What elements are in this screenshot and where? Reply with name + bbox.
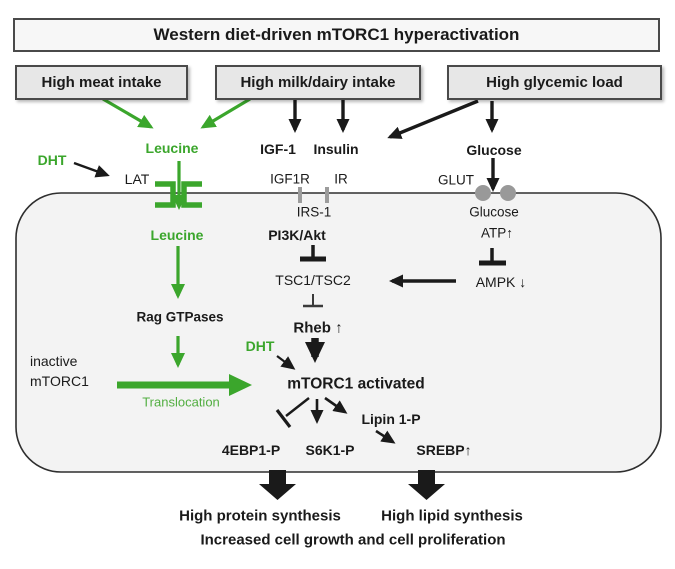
label-pi3k-akt: PI3K/Akt xyxy=(268,227,326,243)
arrow-dht-to-mtorc1 xyxy=(276,355,296,370)
label-rheb-up: Rheb ↑ xyxy=(293,319,343,337)
label-leucine-extracellular: Leucine xyxy=(145,140,199,156)
box-high-milk-dairy-intake: High milk/dairy intake xyxy=(215,65,421,100)
inhibition-tsc-to-rheb xyxy=(303,294,323,308)
label-rag-gtpases: Rag GTPases xyxy=(136,309,224,325)
inhibition-mtorc1-to-4ebp1 xyxy=(275,397,310,428)
arrow-dht-to-lat xyxy=(73,161,110,178)
label-dht-intracellular: DHT xyxy=(245,338,275,354)
label-lipin-1-p: Lipin 1-P xyxy=(361,411,421,427)
lat-channel-icon xyxy=(181,181,202,208)
arrow-meat-to-leucine xyxy=(102,97,154,129)
glut-transporter-icon xyxy=(500,185,516,201)
label-igf1: IGF-1 xyxy=(260,141,296,157)
arrow-lipin-to-srebp xyxy=(375,429,396,444)
label-irs1: IRS-1 xyxy=(296,204,332,220)
label-glut: GLUT xyxy=(437,172,475,188)
box-high-glycemic-load: High glycemic load xyxy=(447,65,662,100)
label-atp-up: ATP↑ xyxy=(480,225,514,241)
arrow-milk-to-leucine xyxy=(200,97,251,129)
label-igf1r: IGF1R xyxy=(270,171,310,187)
label-glucose-intracellular: Glucose xyxy=(469,204,519,220)
box-high-meat-intake: High meat intake xyxy=(15,65,188,100)
lat-channel-icon xyxy=(155,181,176,208)
arrow-glycemic-to-insulin xyxy=(387,99,479,139)
title-banner: Western diet-driven mTORC1 hyperactivati… xyxy=(13,18,660,52)
label-mtorc1-activated: mTORC1 activated xyxy=(287,375,425,393)
inhibition-pi3k-to-tsc xyxy=(300,245,326,262)
glut-transporter-icon xyxy=(475,185,491,201)
label-tsc1-tsc2: TSC1/TSC2 xyxy=(275,272,351,288)
label-ir: IR xyxy=(334,171,348,187)
label-cell-growth-proliferation: Increased cell growth and cell prolifera… xyxy=(200,531,506,549)
label-high-protein-synthesis: High protein synthesis xyxy=(179,507,341,525)
label-leucine-intracellular: Leucine xyxy=(150,227,204,243)
label-s6k1-p: S6K1-P xyxy=(305,442,355,458)
label-high-lipid-synthesis: High lipid synthesis xyxy=(381,507,523,525)
inhibition-atp-to-ampk xyxy=(479,248,506,266)
block-arrow-lipid-synthesis xyxy=(408,470,445,500)
label-lat: LAT xyxy=(124,171,150,187)
label-inactive-mtorc1-line1: inactive xyxy=(30,353,78,369)
label-insulin: Insulin xyxy=(313,141,359,157)
label-4ebp1-p: 4EBP1-P xyxy=(221,442,281,458)
block-arrow-protein-synthesis xyxy=(259,470,296,500)
label-srebp-up: SREBP↑ xyxy=(416,442,472,458)
label-glucose-extracellular: Glucose xyxy=(466,142,522,158)
label-ampk-down: AMPK ↓ xyxy=(475,274,527,290)
label-translocation: Translocation xyxy=(142,394,220,410)
label-inactive-mtorc1-line2: mTORC1 xyxy=(30,373,89,389)
label-dht-extracellular: DHT xyxy=(37,152,67,168)
arrow-mtorc1-to-lipin xyxy=(324,396,348,414)
